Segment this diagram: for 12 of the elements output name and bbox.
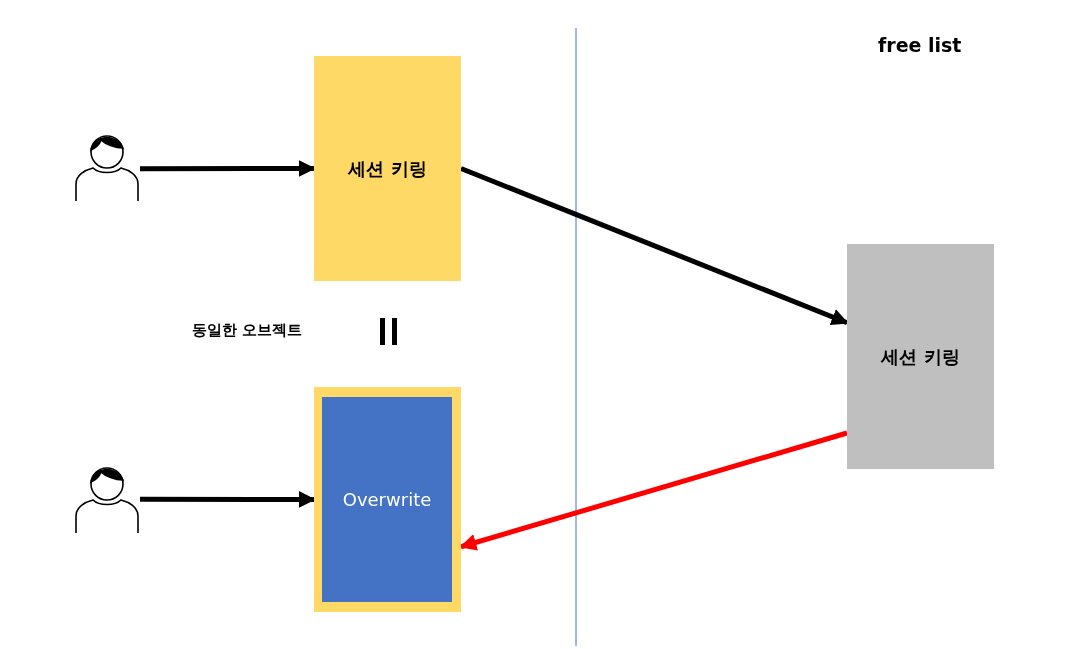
box-label: 세션 키링 — [881, 344, 960, 369]
arrow — [140, 160, 316, 177]
box-label: 세션 키링 — [348, 156, 427, 181]
box-label: Overwrite — [342, 489, 432, 510]
list-title: free list — [878, 34, 962, 56]
process-box — [322, 397, 452, 602]
frame-box — [314, 387, 461, 612]
object-note: 동일한 오브젝트 — [192, 321, 303, 340]
arrow — [460, 166, 849, 326]
process-box — [314, 56, 461, 281]
arrow — [140, 491, 316, 508]
process-box — [847, 244, 994, 469]
